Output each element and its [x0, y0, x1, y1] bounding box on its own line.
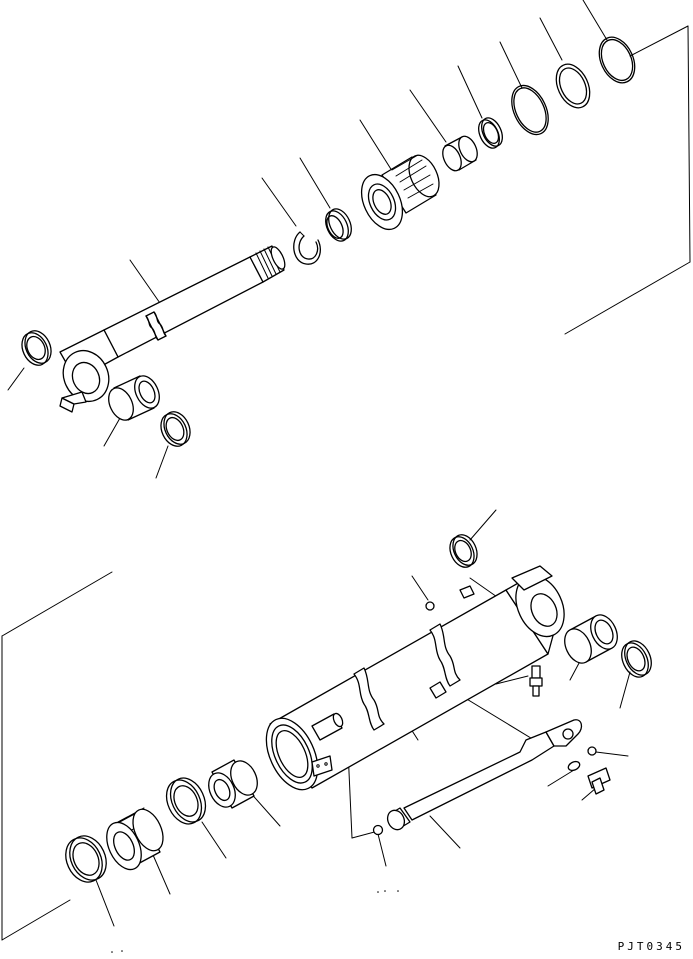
- piston: [106, 807, 164, 871]
- grease-fitting: [529, 665, 543, 697]
- rod-end-dust-seal: [21, 330, 52, 366]
- backup-ring: [555, 63, 591, 109]
- upper-right-connector-line: [564, 25, 691, 335]
- cylinder-head: [360, 154, 440, 231]
- piston-rod: [59, 245, 286, 413]
- large-o-ring: [598, 36, 636, 84]
- clamp-bolt: [567, 760, 611, 795]
- tube-end-bushing: [564, 614, 618, 664]
- rod-bushing: [442, 135, 478, 172]
- piston-wear-ring: [65, 835, 107, 883]
- snap-ring: [293, 231, 321, 265]
- rod-end-bushing: [108, 375, 160, 421]
- piston-ring: [511, 84, 549, 136]
- hydraulic-pipe: [386, 719, 583, 831]
- cushion-ring: [165, 777, 207, 825]
- cylinder-tube: [265, 565, 565, 791]
- rod-packing: [325, 208, 352, 242]
- lower-left-connector-line: [1, 571, 113, 941]
- wear-ring: [478, 117, 503, 149]
- upper-leader-lines: [7, 0, 608, 479]
- piston-nut: [208, 759, 258, 809]
- stray-marks: [111, 890, 399, 953]
- drawing-code-label: PJT0345: [617, 940, 685, 953]
- tube-end-seal: [621, 640, 652, 678]
- tube-end-dust-seal: [449, 534, 478, 568]
- rod-end-seal: [160, 411, 191, 447]
- plugs: [372, 601, 597, 836]
